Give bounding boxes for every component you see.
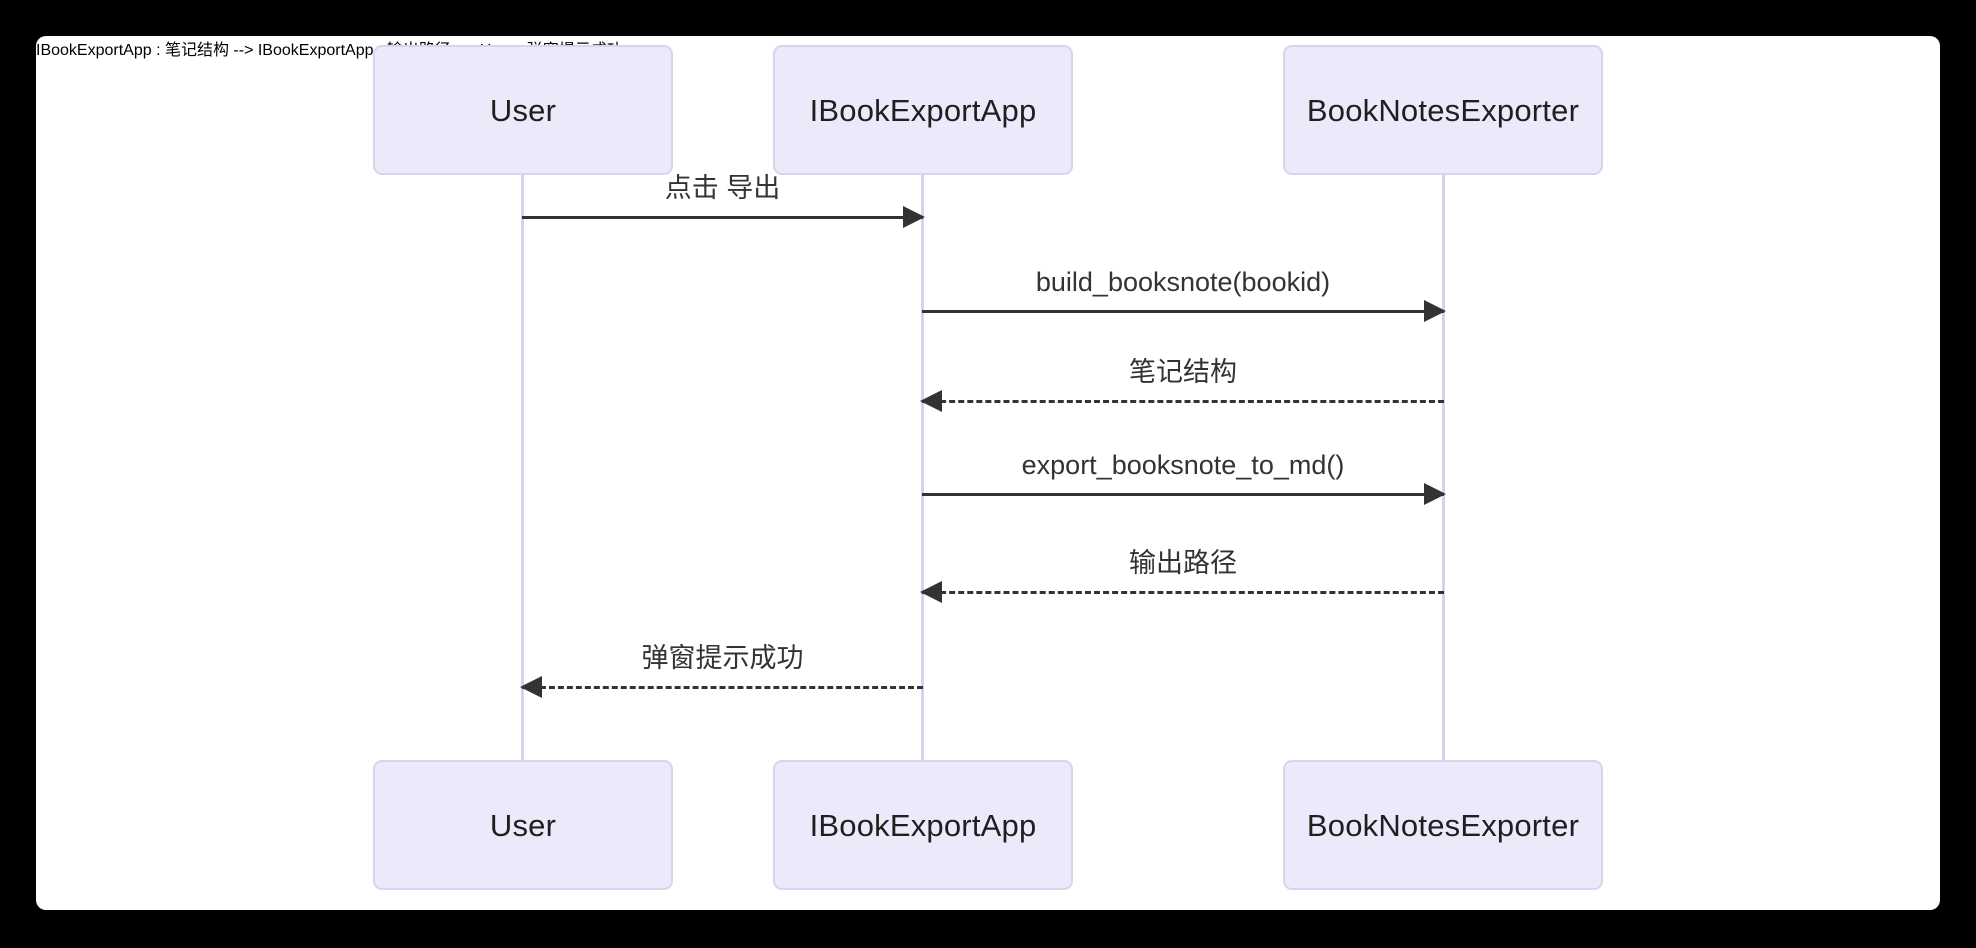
participant-box-exporter-top[interactable]: BookNotesExporter xyxy=(1283,45,1603,175)
lifeline-user xyxy=(521,175,524,760)
message-2-label: build_booksnote(bookid) xyxy=(1035,267,1331,298)
participant-box-app-bottom[interactable]: IBookExportApp xyxy=(773,760,1073,890)
message-1-label: 点击 导出 xyxy=(664,173,781,204)
participant-label-exporter-bottom: BookNotesExporter xyxy=(1306,807,1580,843)
participant-label-exporter-top: BookNotesExporter xyxy=(1306,92,1580,128)
participant-box-user-bottom[interactable]: User xyxy=(373,760,673,890)
message-3-label: 笔记结构 xyxy=(1129,357,1237,388)
participant-label-app-top: IBookExportApp xyxy=(809,92,1037,128)
message-6-line xyxy=(522,686,923,689)
lifeline-app xyxy=(921,175,924,760)
participant-box-user-top[interactable]: User xyxy=(373,45,673,175)
message-6-arrowhead-icon xyxy=(520,676,542,698)
participant-label-user-top: User xyxy=(489,92,557,128)
message-2-arrowhead-icon xyxy=(1424,300,1446,322)
message-1-line xyxy=(522,216,923,219)
participant-box-app-top[interactable]: IBookExportApp xyxy=(773,45,1073,175)
message-4-line xyxy=(922,493,1444,496)
message-3-arrowhead-icon xyxy=(920,390,942,412)
message-3-line xyxy=(922,400,1444,403)
message-1-arrowhead-icon xyxy=(903,206,925,228)
message-4-label: export_booksnote_to_md() xyxy=(1021,450,1345,481)
participant-label-user-bottom: User xyxy=(489,807,557,843)
lifeline-exporter xyxy=(1442,175,1445,760)
message-4-arrowhead-icon xyxy=(1424,483,1446,505)
message-2-line xyxy=(922,310,1444,313)
message-5-line xyxy=(922,591,1444,594)
message-5-arrowhead-icon xyxy=(920,581,942,603)
message-5-label: 输出路径 xyxy=(1129,548,1237,579)
diagram-canvas: User IBookExportApp BookNotesExporter Us… xyxy=(36,36,1940,910)
participant-label-app-bottom: IBookExportApp xyxy=(809,807,1037,843)
message-6-label: 弹窗提示成功 xyxy=(641,643,804,674)
participant-box-exporter-bottom[interactable]: BookNotesExporter xyxy=(1283,760,1603,890)
